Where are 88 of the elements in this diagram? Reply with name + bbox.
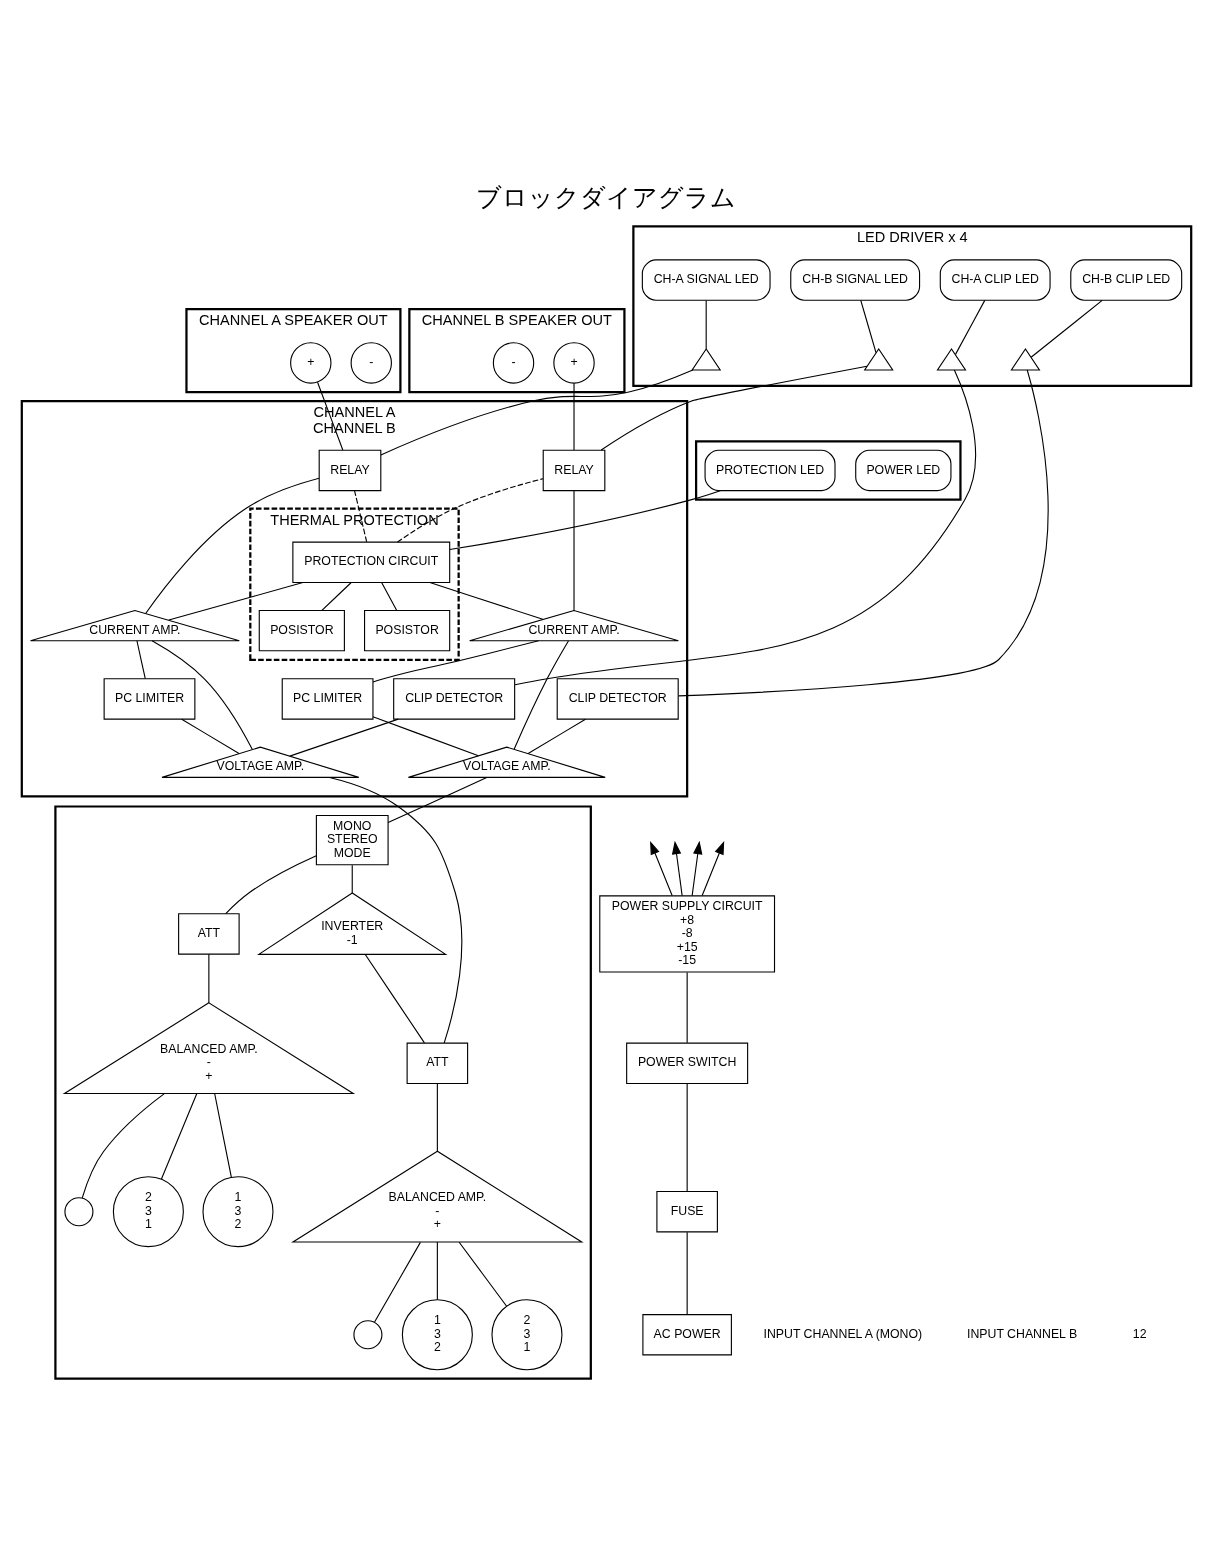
label: 12 bbox=[1132, 1326, 1147, 1341]
node-circle: 1 3 2 bbox=[401, 1298, 473, 1370]
connector bbox=[513, 639, 569, 750]
arrow bbox=[671, 840, 683, 896]
connector bbox=[600, 365, 868, 451]
label: INPUT CHANNEL A (MONO) bbox=[763, 1326, 923, 1341]
label: INPUT CHANNEL B bbox=[966, 1326, 1078, 1341]
node-circle bbox=[353, 1319, 383, 1349]
node-circle bbox=[64, 1196, 94, 1226]
diagram-title: ブロックダイアグラム bbox=[476, 183, 737, 211]
node-box: CLIP DETECTOR bbox=[393, 677, 516, 720]
node-box: PROTECTION CIRCUIT bbox=[292, 541, 451, 583]
connector bbox=[321, 581, 352, 611]
connector bbox=[181, 718, 240, 754]
connector bbox=[686, 1082, 688, 1192]
node-circle: 2 3 1 bbox=[112, 1175, 184, 1247]
node-circle: 1 3 2 bbox=[202, 1175, 274, 1247]
cluster bbox=[695, 439, 962, 501]
connector bbox=[351, 864, 353, 893]
connector bbox=[514, 368, 977, 685]
connector bbox=[225, 854, 317, 914]
connector bbox=[1030, 299, 1103, 358]
node-box: POWER LED bbox=[855, 449, 952, 491]
node-box: PC LIMITER bbox=[281, 677, 374, 720]
node-triangle bbox=[1010, 347, 1041, 370]
connector bbox=[527, 718, 586, 754]
node-box: ATT bbox=[178, 912, 240, 955]
connector bbox=[81, 1092, 165, 1198]
connector bbox=[317, 381, 344, 451]
connector bbox=[705, 299, 707, 349]
connector bbox=[380, 369, 694, 455]
connector bbox=[136, 639, 146, 679]
connector bbox=[381, 581, 398, 611]
connector bbox=[429, 581, 544, 620]
connector bbox=[328, 776, 463, 1043]
node-triangle bbox=[936, 347, 967, 370]
connector bbox=[436, 1240, 438, 1300]
connector bbox=[436, 1082, 438, 1152]
connector bbox=[145, 477, 320, 614]
node-box: ATT bbox=[406, 1042, 469, 1084]
connector bbox=[151, 639, 253, 750]
connector bbox=[208, 953, 210, 1004]
node-box: AC POWER bbox=[642, 1313, 732, 1355]
node-circle: - bbox=[350, 341, 392, 384]
connector bbox=[289, 718, 399, 757]
arrow bbox=[650, 840, 673, 896]
node-box: RELAY bbox=[318, 449, 382, 491]
node-triangle bbox=[863, 347, 894, 370]
node-box: CH-B SIGNAL LED bbox=[790, 258, 921, 301]
node-box: POSISTOR bbox=[364, 609, 451, 651]
node-box: CH-A SIGNAL LED bbox=[641, 258, 771, 301]
connector bbox=[372, 639, 540, 683]
connector bbox=[678, 368, 1049, 696]
connector bbox=[374, 1241, 421, 1323]
node-circle: + bbox=[553, 341, 595, 384]
arrow bbox=[691, 840, 703, 896]
connector bbox=[954, 299, 986, 355]
node-circle: - bbox=[492, 341, 535, 384]
connector bbox=[372, 715, 479, 756]
connector bbox=[573, 489, 575, 611]
node-box: FUSE bbox=[656, 1190, 718, 1232]
node-box: RELAY bbox=[542, 449, 606, 491]
node-box: POWER SUPPLY CIRCUIT +8 -8 +15 -15 bbox=[599, 894, 776, 973]
node-box: MONO STEREO MODE bbox=[315, 814, 389, 865]
connector bbox=[168, 581, 304, 621]
arrow bbox=[701, 840, 725, 896]
connector bbox=[387, 776, 488, 823]
connector bbox=[160, 1092, 198, 1180]
node-box: POSISTOR bbox=[258, 609, 345, 651]
node-circle: + bbox=[290, 341, 332, 384]
connector bbox=[396, 477, 544, 543]
connector bbox=[458, 1241, 508, 1307]
connector bbox=[686, 971, 688, 1043]
connector bbox=[860, 299, 877, 353]
node-box: CLIP DETECTOR bbox=[556, 677, 679, 720]
node-box: PC LIMITER bbox=[103, 677, 196, 720]
node-triangle bbox=[691, 347, 722, 370]
connector bbox=[214, 1092, 232, 1178]
connector bbox=[449, 489, 721, 550]
connector bbox=[573, 382, 575, 451]
node-circle: 2 3 1 bbox=[491, 1298, 563, 1370]
node-box: PROTECTION LED bbox=[704, 449, 836, 491]
cluster bbox=[54, 804, 592, 1380]
node-box: CH-A CLIP LED bbox=[939, 258, 1051, 301]
node-box: POWER SWITCH bbox=[626, 1042, 749, 1084]
connector bbox=[364, 953, 425, 1043]
connector bbox=[686, 1231, 688, 1315]
node-box: CH-B CLIP LED bbox=[1070, 258, 1183, 301]
